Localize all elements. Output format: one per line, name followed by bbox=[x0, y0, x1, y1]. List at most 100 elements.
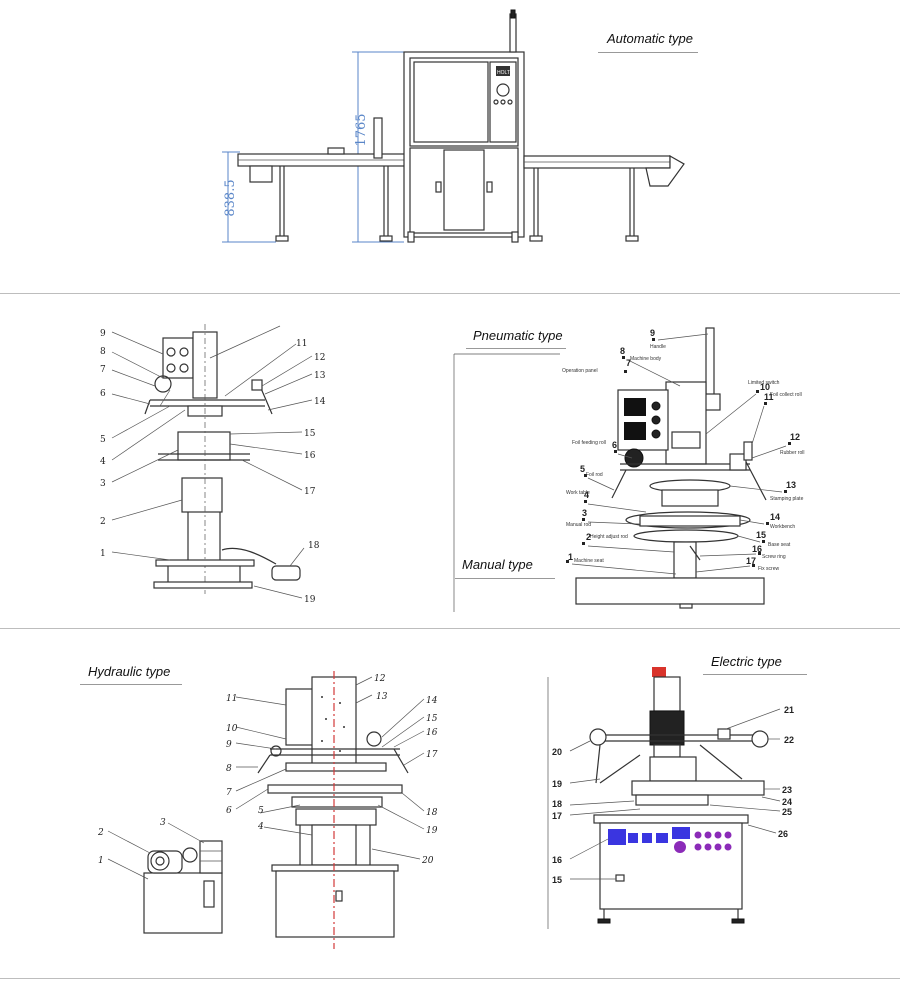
label-foil-feeding-roll: Foil feeding roll bbox=[572, 440, 606, 446]
hydraulic-title-underline bbox=[80, 684, 182, 685]
label-work-table: Work table bbox=[566, 490, 590, 496]
electric-control-panel bbox=[608, 827, 732, 853]
svg-text:1: 1 bbox=[568, 552, 573, 562]
manual-num-12: 12 bbox=[314, 353, 325, 363]
hydraulic-num-3: 3 bbox=[160, 818, 166, 828]
label-screw-ring: Screw ring bbox=[762, 554, 786, 560]
svg-text:9: 9 bbox=[650, 328, 655, 338]
manual-num-1: 1 bbox=[100, 549, 106, 559]
hydraulic-num-2: 2 bbox=[97, 828, 104, 838]
divider-2 bbox=[0, 628, 900, 629]
electric-num-21: 21 bbox=[784, 705, 794, 715]
label-height-adjust-rod: Height adjust rod bbox=[590, 534, 628, 540]
manual-num-6: 6 bbox=[100, 389, 106, 399]
electric-numbers: 20 19 18 17 16 15 21 22 23 24 25 26 bbox=[552, 705, 794, 885]
automatic-section: Automatic type 1765 838.5 HOLT bbox=[0, 0, 900, 293]
manual-num-11: 11 bbox=[296, 339, 307, 349]
hydraulic-num-12: 12 bbox=[374, 674, 386, 684]
hydraulic-num-16: 16 bbox=[426, 728, 438, 738]
label-manual-rod: Manual rod bbox=[566, 522, 591, 528]
dimension-table-height: 838.5 bbox=[223, 179, 238, 216]
manual-title: Manual type bbox=[462, 557, 533, 572]
hydraulic-num-8: 8 bbox=[226, 764, 232, 774]
hydraulic-num-19: 19 bbox=[426, 826, 438, 836]
svg-text:12: 12 bbox=[790, 432, 800, 442]
svg-text:6: 6 bbox=[612, 440, 617, 450]
dimension-total-height: 1765 bbox=[354, 113, 369, 146]
automatic-title: Automatic type bbox=[607, 31, 693, 46]
electric-num-19: 19 bbox=[552, 779, 562, 789]
manual-num-14: 14 bbox=[314, 397, 326, 407]
manual-num-5: 5 bbox=[100, 435, 106, 445]
label-handle: Handle bbox=[650, 344, 666, 350]
label-foil-rod: Foil rod bbox=[586, 472, 603, 478]
label-fix-screw: Fix screw bbox=[758, 566, 780, 572]
svg-text:11: 11 bbox=[764, 392, 774, 402]
brand-logo: HOLT bbox=[497, 70, 510, 76]
label-workbench: Workbench bbox=[770, 524, 795, 530]
manual-pneumatic-section: Pneumatic type Manual type bbox=[0, 294, 900, 628]
label-base-seat: Base seat bbox=[768, 542, 791, 548]
hydraulic-num-11: 11 bbox=[226, 694, 237, 704]
electric-num-15: 15 bbox=[552, 875, 562, 885]
svg-text:8: 8 bbox=[620, 346, 625, 356]
manual-title-underline bbox=[455, 578, 555, 579]
electric-num-16: 16 bbox=[552, 855, 562, 865]
manual-num-7: 7 bbox=[100, 365, 106, 375]
hydraulic-numbers: 1 2 3 4 5 6 7 8 9 10 11 12 13 14 15 16 1… bbox=[97, 674, 438, 866]
electric-title-underline bbox=[703, 674, 807, 675]
manual-num-19: 19 bbox=[304, 595, 316, 605]
divider-3 bbox=[0, 978, 900, 979]
hydraulic-num-9: 9 bbox=[226, 740, 232, 750]
electric-num-22: 22 bbox=[784, 735, 794, 745]
hydraulic-num-10: 10 bbox=[226, 724, 238, 734]
electric-title: Electric type bbox=[711, 654, 782, 669]
hydraulic-num-14: 14 bbox=[426, 696, 438, 706]
manual-num-2: 2 bbox=[100, 517, 106, 527]
label-stamping-plate: Stamping plate bbox=[770, 496, 804, 502]
hydraulic-num-20: 20 bbox=[421, 856, 434, 866]
hydraulic-machine-drawing: 1 2 3 4 5 6 7 8 9 10 11 12 13 14 15 16 1… bbox=[97, 671, 438, 949]
hydraulic-num-15: 15 bbox=[426, 714, 438, 724]
automatic-title-underline bbox=[598, 52, 698, 53]
electric-num-18: 18 bbox=[552, 799, 562, 809]
manual-num-16: 16 bbox=[304, 451, 316, 461]
manual-num-17: 17 bbox=[304, 487, 316, 497]
label-machine-seat: Machine seat bbox=[574, 558, 604, 564]
hydraulic-num-17: 17 bbox=[426, 750, 438, 760]
manual-num-18: 18 bbox=[308, 541, 320, 551]
svg-text:17: 17 bbox=[746, 556, 756, 566]
electric-num-20: 20 bbox=[552, 747, 562, 757]
electric-num-26: 26 bbox=[778, 829, 788, 839]
svg-text:10: 10 bbox=[760, 382, 770, 392]
automatic-machine-drawing: 1765 838.5 HOLT bbox=[222, 9, 685, 243]
hydraulic-title: Hydraulic type bbox=[88, 664, 171, 679]
label-foil-collect-roll: Foil collect roll bbox=[770, 392, 802, 398]
label-limited-switch: Limited switch bbox=[748, 380, 780, 386]
electric-num-24: 24 bbox=[782, 797, 792, 807]
svg-text:4: 4 bbox=[584, 490, 589, 500]
hydraulic-num-5: 5 bbox=[258, 806, 264, 816]
svg-text:14: 14 bbox=[770, 512, 780, 522]
label-operation-panel: Operation panel bbox=[562, 368, 598, 374]
hydraulic-num-13: 13 bbox=[376, 692, 388, 702]
svg-text:5: 5 bbox=[580, 464, 585, 474]
hydraulic-num-6: 6 bbox=[226, 806, 232, 816]
svg-text:2: 2 bbox=[586, 532, 591, 542]
svg-text:3: 3 bbox=[582, 508, 587, 518]
electric-num-25: 25 bbox=[782, 807, 792, 817]
svg-text:13: 13 bbox=[786, 480, 796, 490]
manual-num-3: 3 bbox=[100, 479, 106, 489]
svg-text:16: 16 bbox=[752, 544, 762, 554]
hydraulic-num-4: 4 bbox=[257, 822, 264, 832]
electric-num-17: 17 bbox=[552, 811, 562, 821]
manual-num-4: 4 bbox=[100, 457, 106, 467]
manual-num-9: 9 bbox=[100, 329, 106, 339]
manual-num-8: 8 bbox=[100, 347, 106, 357]
svg-text:15: 15 bbox=[756, 530, 766, 540]
pneumatic-machine-drawing: 9 8 7 10 11 6 12 5 13 4 14 3 15 2 16 1 1… bbox=[453, 327, 804, 612]
svg-text:7: 7 bbox=[626, 358, 631, 368]
electric-num-23: 23 bbox=[782, 785, 792, 795]
divider-1 bbox=[0, 293, 900, 294]
manual-num-13: 13 bbox=[314, 371, 326, 381]
